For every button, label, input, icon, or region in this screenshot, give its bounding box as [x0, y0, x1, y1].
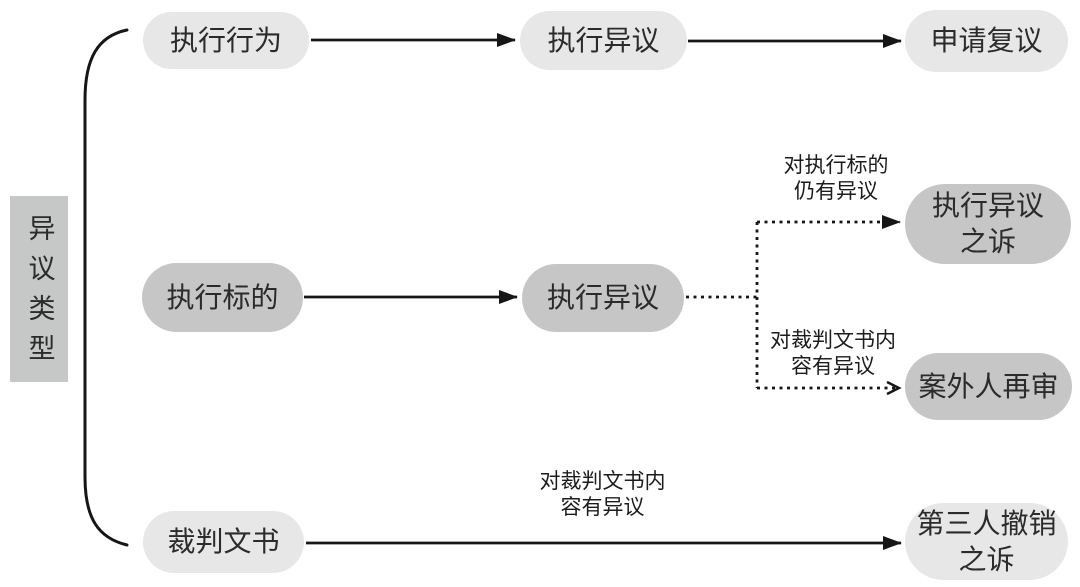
node-judgment-document: 裁判文书 [143, 511, 304, 573]
edge-label-objection-to-judgment-content-bottom: 对裁判文书内 容有异议 [539, 470, 666, 519]
root-title: 异议类型 [24, 214, 55, 374]
node-apply-reconsideration: 申请复议 [905, 10, 1068, 72]
node-execution-objection-lawsuit: 执行异议 之诉 [905, 184, 1071, 264]
node-execution-objection-mid: 执行异议 [522, 264, 684, 332]
root-title-box: 异议类型 [10, 196, 68, 382]
node-third-party-revocation-lawsuit: 第三人撤销 之诉 [905, 503, 1068, 580]
node-execution-act: 执行行为 [143, 12, 309, 69]
group-bracket [83, 28, 129, 547]
node-outsider-retrial: 案外人再审 [905, 353, 1072, 420]
node-execution-objection-top: 执行异议 [520, 11, 687, 70]
node-execution-target: 执行标的 [142, 263, 303, 332]
edge-label-objection-to-judgment-content-branch: 对裁判文书内 容有异议 [770, 329, 896, 378]
edge-label-still-objection-to-target: 对执行标的 仍有异议 [783, 154, 889, 203]
